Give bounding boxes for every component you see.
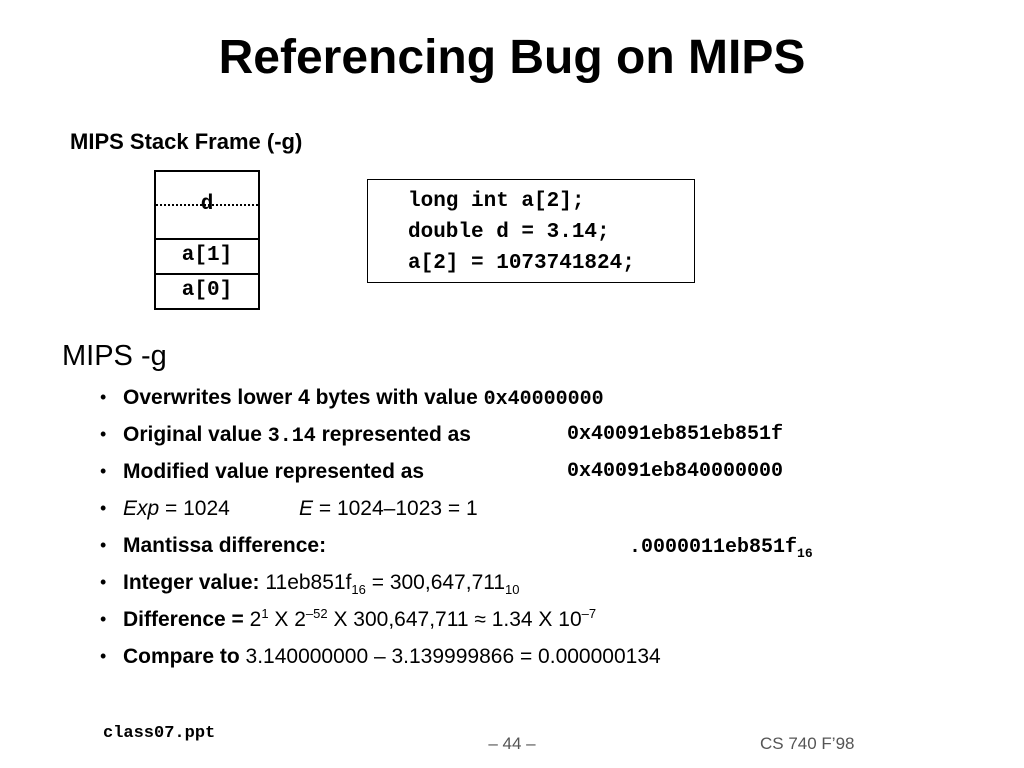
slide-title: Referencing Bug on MIPS [218,31,806,84]
exp-symbol: Exp [123,497,160,520]
bullet-label: Original value [123,423,268,446]
bullet-exponent: • Exp = 1024 E = 1024–1023 = 1 [100,490,1000,527]
footer-filename: class07.ppt [103,724,216,743]
bullet-original-value: • Original value 3.14 represented as 0x4… [100,416,1000,453]
bullet-label: Modified value represented as [123,460,425,483]
code-box: long int a[2]; double d = 3.14; a[2] = 107… [367,179,695,283]
code-line-3: a[2] = 1073741824; [408,252,635,275]
bullet-dot: • [100,609,107,629]
base-subscript: 16 [797,546,813,562]
bullet-dot: • [100,535,107,555]
base-subscript: 16 [351,582,366,598]
footer-course: CS 740 F’98 [760,734,855,753]
word-divider [156,204,258,206]
hex-value: .0000011eb851f [629,536,798,559]
bullet-dot: • [100,646,107,666]
E-result: = 1 [447,497,478,520]
equals: = [159,497,184,520]
base-subscript: 10 [505,582,520,598]
bullet-compare: • Compare to 3.140000000 – 3.139999866 =… [100,638,1000,675]
code-value: 3.14 [267,425,316,448]
bullet-dot: • [100,461,107,481]
bullet-dot: • [100,387,107,407]
E-expression: 1024–1023 [336,497,448,520]
bullet-label: Mantissa difference: [123,534,327,557]
exp-value: 1024 [183,497,230,520]
bullet-label: Compare to [123,645,246,668]
bullet-mantissa: • Mantissa difference: .0000011eb851f16 [100,527,1000,564]
exponent: 1 [261,606,269,621]
hex-value: 0x40091eb851eb851f [567,423,784,446]
product: X 300,647,711 ≈ 1.34 X 10 [327,608,582,631]
equals: = [313,497,337,520]
code-line-2: double d = 3.14; [408,221,610,244]
times-two: X 2 [268,608,306,631]
bullet-list: • Overwrites lower 4 bytes with value 0x… [100,379,1000,675]
hex-number: 11eb851f [265,571,352,594]
bullet-dot: • [100,424,107,444]
stack-cell-a1: a[1] [154,240,260,275]
decimal-number: = 300,647,711 [365,571,506,594]
bullet-label: Integer value: [123,571,266,594]
bullet-label: Overwrites lower 4 bytes with value [123,386,484,409]
bullet-modified-value: • Modified value represented as 0x40091e… [100,453,1000,490]
bullet-label-2: represented as [315,423,471,446]
stack-cell-d: d [154,170,260,240]
bullet-dot: • [100,572,107,592]
E-symbol: E [299,497,314,520]
bullet-overwrites: • Overwrites lower 4 bytes with value 0x… [100,379,1000,416]
stack-cell-a0: a[0] [154,275,260,310]
bullet-dot: • [100,498,107,518]
bullet-label: Difference = [123,608,250,631]
hex-value: 0x40000000 [483,388,604,411]
exponent: –52 [305,606,328,621]
section-heading: MIPS -g [62,340,167,372]
stack-frame-caption: MIPS Stack Frame (-g) [70,129,303,154]
comparison-value: 3.140000000 – 3.139999866 = 0.000000134 [245,645,661,668]
bullet-difference: • Difference = 21 X 2–52 X 300,647,711 ≈… [100,601,1000,638]
exponent: –7 [581,606,597,621]
base: 2 [249,608,262,631]
stack-label-d: d [200,193,214,216]
footer-page-number: – 44 – [488,734,536,753]
bullet-integer-value: • Integer value: 11eb851f16 = 300,647,71… [100,564,1000,601]
code-line-1: long int a[2]; [408,190,585,213]
hex-value: 0x40091eb840000000 [567,460,784,483]
stack-frame-diagram: d a[1] a[0] [154,170,260,310]
